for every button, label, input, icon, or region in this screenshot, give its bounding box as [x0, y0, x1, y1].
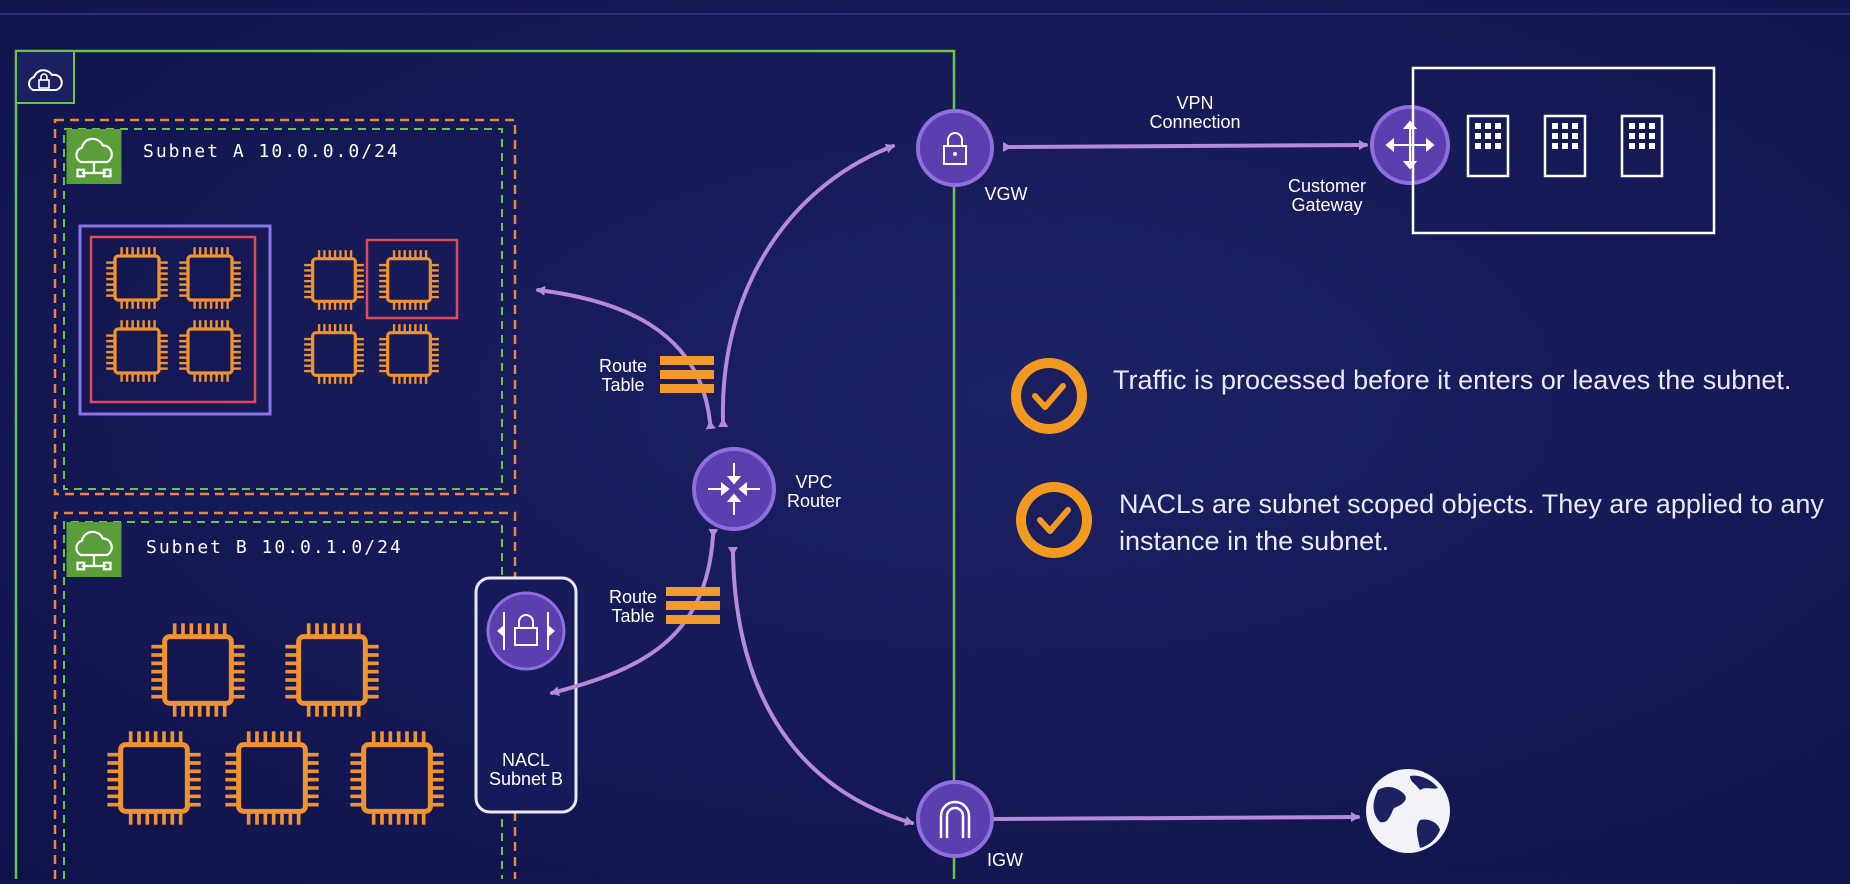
bullet-item: Traffic is processed before it enters or… — [1113, 362, 1813, 399]
building-icon — [1620, 114, 1664, 178]
ec2-instance-icon — [107, 731, 200, 824]
ec2-instance-icon — [377, 322, 441, 386]
subnet-b-label: Subnet B 10.0.1.0/24 — [146, 537, 403, 558]
subnet-b-cloud-icon — [65, 522, 123, 577]
instance-group-a — [89, 235, 257, 404]
ec2-instance-icon — [225, 731, 318, 824]
bullet-item: NACLs are subnet scoped objects. They ar… — [1119, 486, 1839, 560]
ec2-instance-icon — [377, 248, 441, 312]
ec2-instance-icon — [350, 731, 443, 824]
subnet-a — [53, 118, 517, 496]
customer-gateway-label: Customer Gateway — [1287, 176, 1367, 215]
nacl-label: NACL Subnet B — [488, 750, 564, 789]
corporate-data-center — [1411, 66, 1716, 235]
vgw-label: VGW — [984, 184, 1028, 204]
igw-label: IGW — [987, 850, 1023, 870]
ec2-instance-icon — [302, 322, 366, 386]
ec2-instance-icon — [302, 248, 366, 312]
vpc-boundary — [14, 49, 956, 879]
route-table-label-top: Route Table — [598, 356, 648, 395]
customer-gateway-icon — [1370, 105, 1450, 185]
ec2-instance-icon — [104, 245, 170, 311]
subnet-a-cloud-icon — [65, 129, 123, 184]
subnet-a-label: Subnet A 10.0.0.0/24 — [143, 141, 400, 162]
vgw-icon — [916, 109, 994, 187]
check-icon — [1016, 482, 1092, 558]
traffic-arrows — [536, 140, 1368, 826]
vpc-cloud-lock-icon — [28, 69, 63, 91]
arrow-igw-internet — [988, 812, 1360, 825]
building-icon — [1466, 114, 1510, 178]
auto-scaling-group — [78, 224, 272, 416]
building-icon — [1543, 114, 1587, 178]
igw-icon — [916, 780, 994, 858]
ec2-instance-icon — [285, 623, 378, 716]
ec2-instance-icon — [151, 623, 244, 716]
arrow-router-vgw — [718, 143, 895, 428]
check-icon — [1011, 358, 1087, 434]
vpc-router-icon — [692, 447, 776, 531]
ec2-instance-icon — [177, 318, 243, 384]
subnet-b — [53, 511, 517, 879]
route-table-top-icon — [660, 356, 714, 393]
vpn-connection-label: VPN Connection — [1149, 93, 1241, 132]
instance-group-b — [365, 238, 459, 320]
route-table-label-bottom: Route Table — [608, 587, 658, 626]
vpc-router-label: VPC Router — [786, 472, 842, 511]
arrow-router-nacl — [550, 528, 719, 697]
bullet-text: NACLs are subnet scoped objects. They ar… — [1119, 489, 1824, 556]
arrow-router-igw — [727, 546, 914, 826]
arrow-vpn-connection — [1002, 140, 1368, 153]
route-table-bottom-icon — [666, 587, 720, 624]
ec2-instance-icon — [177, 245, 243, 311]
bullet-text: Traffic is processed before it enters or… — [1113, 365, 1792, 395]
globe-icon — [1366, 769, 1450, 853]
ec2-instance-icon — [104, 318, 170, 384]
